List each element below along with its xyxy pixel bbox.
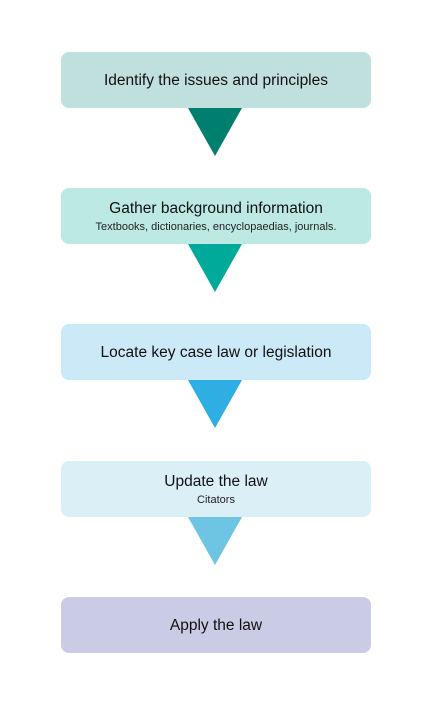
down-arrow-icon <box>188 517 242 565</box>
step-title: Apply the law <box>169 616 263 634</box>
step-identify-issues: Identify the issues and principles <box>61 52 371 108</box>
step-title: Locate key case law or legislation <box>100 343 332 361</box>
step-update-law: Update the law Citators <box>61 461 371 517</box>
step-title: Update the law <box>164 472 268 490</box>
step-title: Gather background information <box>109 199 323 217</box>
down-arrow-icon <box>188 244 242 292</box>
step-gather-background: Gather background information Textbooks,… <box>61 188 371 244</box>
step-title: Identify the issues and principles <box>103 71 329 89</box>
step-subtitle: Citators <box>197 493 235 506</box>
step-subtitle: Textbooks, dictionaries, encyclopaedias,… <box>95 220 337 233</box>
down-arrow-icon <box>188 380 242 428</box>
step-locate-case-law: Locate key case law or legislation <box>61 324 371 380</box>
down-arrow-icon <box>188 108 242 156</box>
step-apply-law: Apply the law <box>61 597 371 653</box>
